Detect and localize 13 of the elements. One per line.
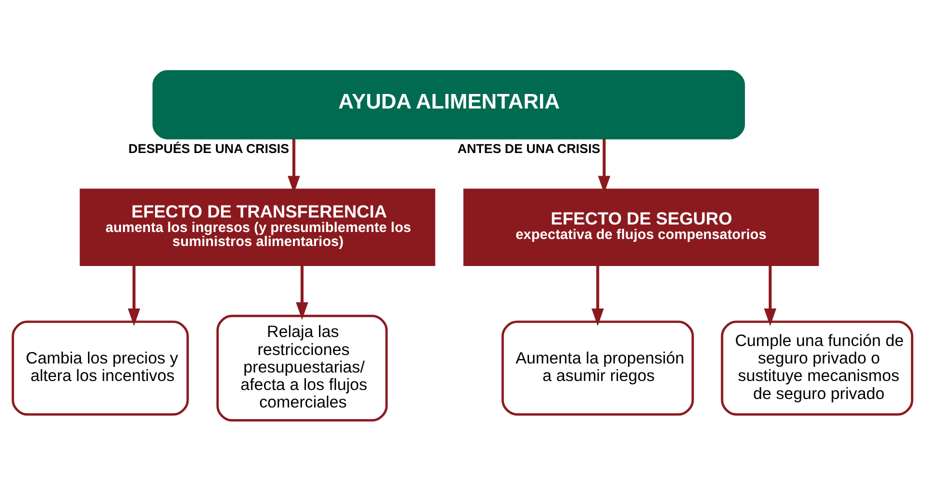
- node-box: Relaja las restricciones presupuestarias/ afecta a los flujos comerciales: [216, 314, 388, 421]
- node-box: Cumple una función de seguro privado o sustituye mecanismos de seguro privado: [720, 320, 914, 416]
- node-box: Aumenta la propensión a asumir riegos: [502, 320, 694, 416]
- node-box: AYUDA ALIMENTARIA: [152, 70, 745, 139]
- arrow: [128, 265, 140, 326]
- edge-label: DESPUÉS DE UNA CRISIS: [128, 140, 290, 156]
- edge-label: ANTES DE UNA CRISIS: [458, 140, 600, 156]
- arrow: [592, 265, 604, 326]
- arrow: [296, 265, 308, 320]
- arrow: [764, 265, 776, 326]
- node-box: EFECTO DE SEGURO expectativa de flujos compensatorios: [463, 188, 819, 266]
- node-box: EFECTO DE TRANSFERENCIA aumenta los ingresos (y presumiblemente los suministros alimentarios): [80, 188, 436, 266]
- node-box: Cambia los precios y altera los incentivos: [12, 320, 189, 416]
